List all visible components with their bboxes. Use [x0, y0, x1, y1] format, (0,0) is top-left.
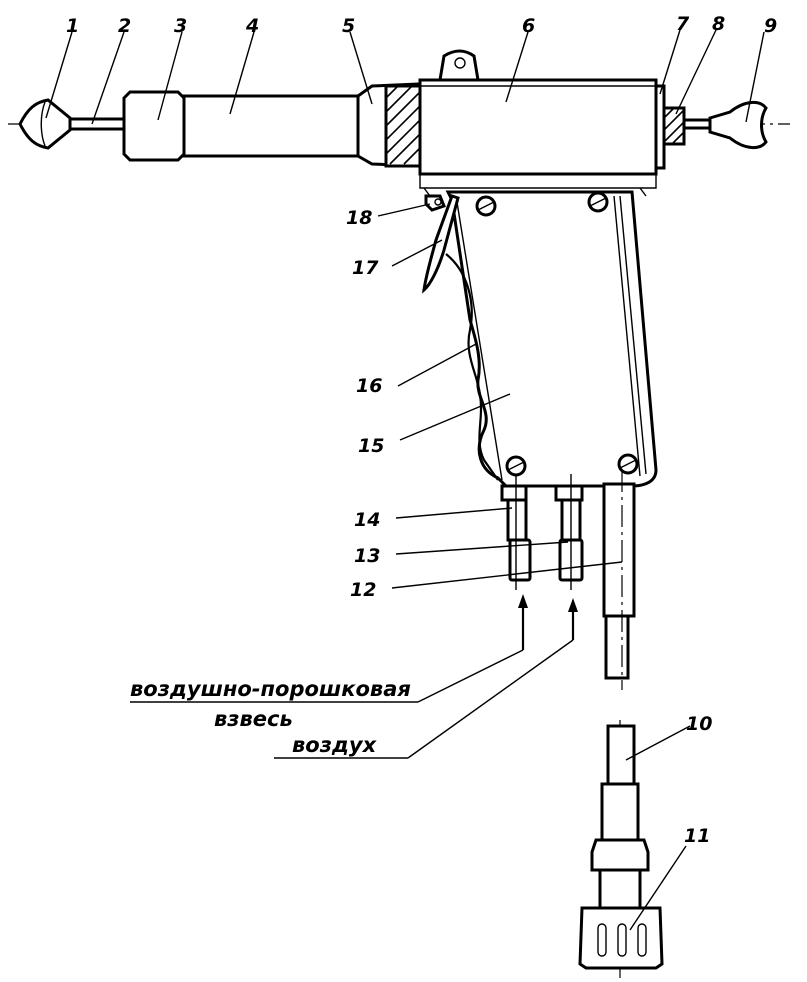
housing-body — [418, 49, 658, 197]
label-3: 3 — [174, 15, 187, 37]
label-11: 11 — [684, 825, 710, 847]
lower-rod — [602, 470, 636, 690]
label-18: 18 — [346, 207, 372, 229]
air-fitting — [554, 474, 584, 590]
label-6: 6 — [522, 15, 535, 37]
label-14: 14 — [354, 509, 380, 531]
caption-powder-suspension-line2: взвесь — [214, 707, 293, 731]
rear-nut — [662, 106, 686, 146]
leader-lines — [45, 29, 765, 931]
powder-fitting — [500, 474, 532, 590]
adjusting-knob — [682, 101, 768, 149]
caption-powder-suspension-line1: воздушно-порошковая — [130, 677, 411, 701]
grip-contour — [445, 253, 499, 481]
label-16: 16 — [356, 375, 382, 397]
label-9: 9 — [764, 15, 777, 37]
label-10: 10 — [686, 713, 712, 735]
hose-connector — [578, 720, 664, 978]
trigger-pivot — [424, 194, 446, 212]
handle — [445, 190, 658, 488]
label-1: 1 — [66, 15, 79, 37]
taper-coupling — [356, 82, 422, 168]
label-15: 15 — [358, 435, 384, 457]
nozzle-rod — [68, 117, 126, 131]
deflector-cone — [18, 98, 72, 150]
handle-screws — [475, 191, 639, 477]
caption-air: воздух — [292, 733, 378, 757]
label-12: 12 — [350, 579, 376, 601]
label-7: 7 — [676, 13, 690, 35]
nozzle-nut — [122, 90, 186, 162]
label-5: 5 — [342, 15, 355, 37]
label-2: 2 — [118, 15, 131, 37]
barrel-tube — [182, 94, 360, 158]
label-13: 13 — [354, 545, 380, 567]
flow-arrows — [518, 594, 578, 650]
label-17: 17 — [352, 257, 379, 279]
label-8: 8 — [712, 13, 725, 35]
trigger — [422, 194, 460, 294]
label-4: 4 — [245, 15, 259, 37]
